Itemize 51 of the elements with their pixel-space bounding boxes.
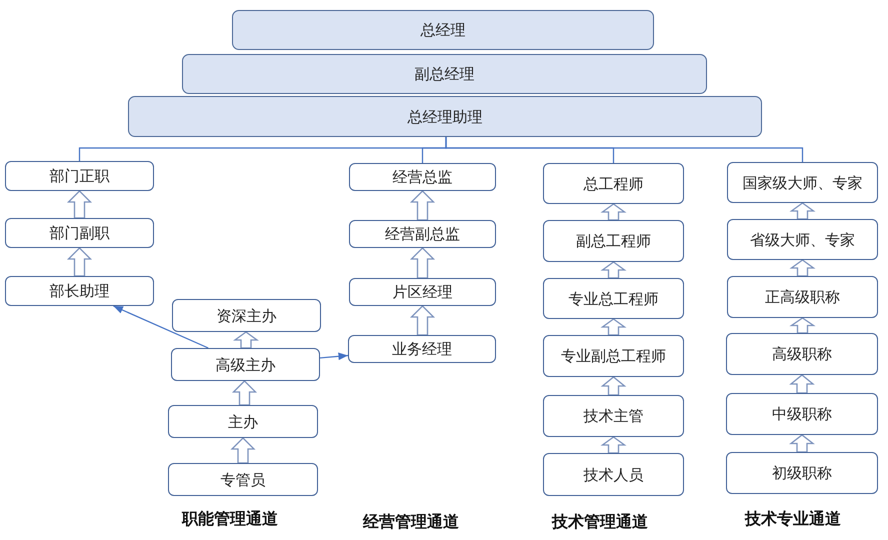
block-arrow <box>600 261 626 279</box>
block-arrow <box>410 190 436 221</box>
connector-line <box>445 137 804 162</box>
block-arrow <box>790 202 816 220</box>
position-box: 资深主办 <box>172 299 321 332</box>
position-box: 经营副总监 <box>349 220 496 248</box>
executive-box: 总经理 <box>232 10 654 50</box>
position-box: 技术主管 <box>543 395 684 437</box>
position-box: 技术人员 <box>543 453 684 496</box>
executive-box: 总经理助理 <box>128 96 762 137</box>
position-box: 专业副总工程师 <box>543 335 684 377</box>
position-box: 高级职称 <box>726 333 878 375</box>
position-box: 中级职称 <box>726 393 878 435</box>
position-box: 主办 <box>168 405 318 438</box>
block-arrow <box>410 305 436 336</box>
position-box: 经营总监 <box>349 163 496 191</box>
executive-box: 副总经理 <box>182 54 707 94</box>
position-box: 高级主办 <box>171 348 320 381</box>
block-arrow <box>789 434 815 453</box>
arrow <box>320 352 348 360</box>
channel-title: 技术专业通道 <box>745 509 841 530</box>
block-arrow <box>600 376 626 396</box>
block-arrow <box>410 247 436 279</box>
block-arrow <box>233 331 259 349</box>
channel-title: 技术管理通道 <box>552 512 648 533</box>
block-arrow <box>230 437 256 464</box>
position-box: 专业总工程师 <box>543 278 684 319</box>
position-box: 专管员 <box>168 463 318 496</box>
block-arrow <box>66 190 92 219</box>
position-box: 省级大师、专家 <box>727 219 878 260</box>
block-arrow <box>790 259 816 277</box>
channel-title: 经营管理通道 <box>363 512 459 533</box>
position-box: 正高级职称 <box>727 276 878 318</box>
position-box: 副总工程师 <box>543 220 684 262</box>
arrow <box>113 305 208 349</box>
block-arrow <box>600 203 626 221</box>
position-box: 片区经理 <box>349 278 496 306</box>
block-arrow <box>789 317 816 334</box>
position-box: 部门副职 <box>5 218 154 248</box>
block-arrow <box>232 380 258 406</box>
position-box: 初级职称 <box>726 452 878 494</box>
position-box: 部门正职 <box>5 161 154 191</box>
position-box: 国家级大师、专家 <box>727 162 878 203</box>
position-box: 部长助理 <box>5 276 154 306</box>
position-box: 总工程师 <box>543 163 684 204</box>
block-arrow <box>789 374 815 394</box>
block-arrow <box>600 318 626 336</box>
position-box: 业务经理 <box>348 335 496 363</box>
block-arrow <box>600 436 626 454</box>
channel-title: 职能管理通道 <box>182 509 278 530</box>
block-arrow <box>66 247 92 277</box>
